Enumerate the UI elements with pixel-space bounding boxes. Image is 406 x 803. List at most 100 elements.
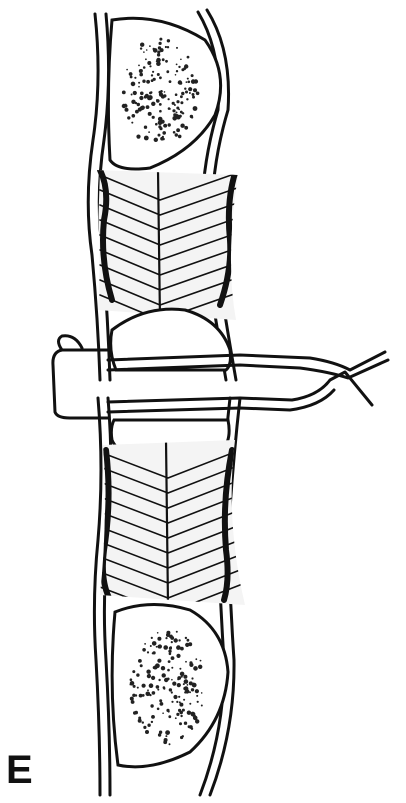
speckle-dot [168, 107, 171, 110]
speckle-dot [172, 116, 177, 121]
speckle-dot [188, 81, 191, 84]
speckle-dot [172, 636, 174, 638]
speckle-dot [168, 660, 171, 663]
speckle-dot [151, 637, 153, 639]
speckle-dot [152, 641, 157, 646]
speckle-dot [196, 92, 200, 96]
speckle-dot [149, 694, 151, 696]
speckle-dot [189, 681, 193, 685]
speckle-dot [157, 659, 161, 663]
speckle-dot [146, 670, 150, 674]
speckle-dot [190, 88, 192, 90]
speckle-dot [157, 708, 160, 711]
speckle-dot [139, 73, 143, 77]
speckle-dot [158, 125, 161, 128]
speckle-dot [180, 715, 182, 717]
speckle-dot [148, 95, 153, 100]
speckle-dot [173, 113, 176, 116]
lower-hatched-body [95, 440, 245, 613]
speckle-dot [157, 689, 159, 691]
speckle-dot [140, 664, 143, 667]
upper-segment [88, 10, 240, 380]
speckle-dot [131, 94, 133, 96]
speckle-dot [167, 39, 170, 42]
speckle-dot [189, 663, 193, 667]
speckle-dot [191, 116, 193, 118]
speckle-dot [161, 95, 165, 99]
speckle-dot [150, 704, 153, 707]
speckle-dot [193, 683, 195, 685]
speckle-dot [168, 715, 171, 718]
speckle-dot [184, 64, 188, 68]
speckle-dot [163, 740, 167, 744]
speckle-dot [187, 711, 191, 715]
speckle-dot [160, 137, 164, 141]
speckle-dot [127, 116, 130, 119]
speckle-dot [147, 724, 150, 727]
speckle-dot [166, 70, 169, 73]
speckle-dot [151, 79, 154, 82]
speckle-dot [167, 669, 170, 672]
speckle-dot [136, 673, 139, 676]
speckle-dot [125, 104, 127, 106]
speckle-dot [191, 728, 193, 730]
speckle-dot [159, 731, 162, 734]
speckle-dot [172, 109, 175, 112]
speckle-dot [144, 643, 146, 645]
speckle-dot [160, 90, 163, 93]
speckle-dot [138, 82, 140, 84]
speckle-dot [125, 108, 129, 112]
speckle-dot [149, 683, 154, 688]
speckle-dot [152, 691, 156, 695]
speckle-dot [178, 696, 180, 698]
speckle-dot [183, 699, 185, 701]
speckle-dot [148, 131, 150, 133]
speckle-dot [166, 709, 169, 712]
speckle-dot [193, 88, 197, 92]
speckle-dot [138, 717, 141, 720]
speckle-dot [179, 115, 182, 118]
speckle-dot [156, 99, 158, 101]
speckle-dot [159, 110, 162, 113]
speckle-dot [168, 650, 171, 653]
speckle-dot [130, 678, 133, 681]
speckle-dot [129, 72, 133, 76]
speckle-dot [159, 76, 162, 79]
speckle-dot [187, 684, 189, 686]
speckle-dot [174, 638, 178, 642]
speckle-dot [152, 71, 154, 73]
speckle-dot [146, 105, 150, 109]
speckle-dot [195, 689, 199, 693]
speckle-dot [131, 100, 135, 104]
speckle-dot [178, 639, 180, 641]
speckle-dot [196, 695, 198, 697]
speckle-dot [189, 691, 191, 693]
speckle-dot [147, 651, 149, 653]
speckle-dot [157, 637, 161, 641]
speckle-dot [201, 705, 203, 707]
speckle-dot [153, 48, 158, 53]
speckle-dot [151, 102, 155, 106]
speckle-dot [198, 665, 202, 669]
speckle-dot [133, 91, 136, 94]
speckle-dot [154, 138, 158, 142]
speckle-dot [163, 688, 165, 690]
speckle-dot [138, 659, 142, 663]
speckle-dot [143, 726, 146, 729]
speckle-dot [159, 699, 162, 702]
speckle-dot [165, 46, 167, 48]
speckle-dot [159, 103, 162, 106]
speckle-dot [145, 730, 149, 734]
speckle-dot [176, 713, 179, 716]
speckle-dot [180, 124, 184, 128]
speckle-dot [186, 81, 188, 83]
speckle-dot [133, 685, 136, 688]
speckle-dot [169, 743, 171, 745]
speckle-dot [157, 632, 159, 634]
speckle-dot [130, 76, 133, 79]
lower-segment [94, 398, 245, 795]
speckle-dot [141, 69, 143, 71]
speckle-dot [144, 136, 149, 141]
panel-label: E [6, 746, 33, 794]
speckle-dot [175, 93, 178, 96]
